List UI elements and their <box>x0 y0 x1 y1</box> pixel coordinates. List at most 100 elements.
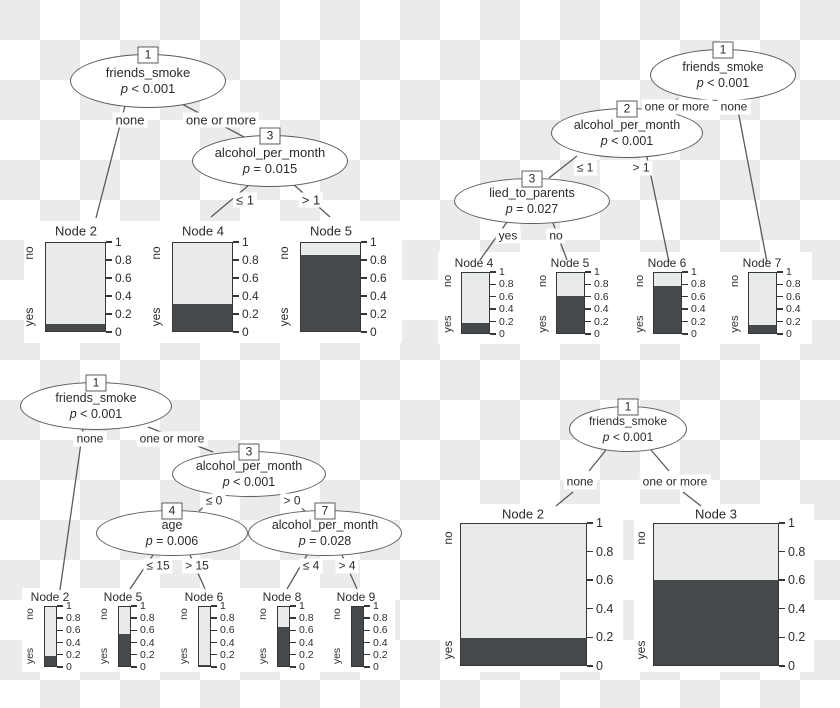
bl-node1-id: 1 <box>85 374 107 392</box>
bl-node9-bar <box>351 606 364 667</box>
tl-node2-bar <box>45 242 106 332</box>
bl-edge-one-or-more: one or more <box>136 431 208 447</box>
tr-node5-yes-label: yes <box>537 315 549 333</box>
bl-node9-no-label: no <box>331 608 343 620</box>
bl-node7-id: 7 <box>314 502 336 520</box>
tl-node2-yes-segment <box>46 323 105 331</box>
bl-node5-yes-segment <box>119 634 130 666</box>
tr-edge-yes: yes <box>495 228 521 244</box>
bl-node1-text: friends_smoke p < 0.001 <box>20 382 172 430</box>
tl-node4-bar <box>172 242 233 332</box>
tr-node6-title: Node 6 <box>647 256 687 270</box>
p-value: p = 0.027 <box>505 202 559 216</box>
tr-node5-no-label: no <box>537 274 549 288</box>
tr-node1-id: 1 <box>712 41 734 59</box>
tl-node2-yes-label: yes <box>22 307 36 327</box>
tr-node7-no-label: no <box>729 274 741 288</box>
bl-node5-no-label: no <box>98 608 110 620</box>
tl-node1-id: 1 <box>137 46 159 64</box>
bl-node4-id: 4 <box>161 502 183 520</box>
bl-node6-yes-label: yes <box>178 647 190 665</box>
tl-node1-text: friends_smoke p < 0.001 <box>70 54 226 108</box>
tr-node4-title: Node 4 <box>454 256 494 270</box>
tr-node6-bar <box>653 272 682 334</box>
tl-node4-yes-label: yes <box>149 307 163 327</box>
bl-node5-yes-label: yes <box>98 647 110 665</box>
tl-node5-bar <box>300 242 361 332</box>
bl-edge-le4: ≤ 4 <box>299 558 323 574</box>
tl-node4-yes-segment <box>173 303 232 331</box>
bl-node9-title: Node 9 <box>336 590 376 604</box>
tl-node5-yes-label: yes <box>277 307 291 327</box>
p-value: p < 0.001 <box>696 76 750 90</box>
split-variable: alcohol_per_month <box>271 518 379 532</box>
bl-node6-title: Node 6 <box>184 590 224 604</box>
tr-node6-yes-label: yes <box>634 315 646 333</box>
br-node3-yes-segment <box>654 580 778 665</box>
bl-node5-bar <box>118 606 131 667</box>
bl-node9-yes-label: yes <box>331 647 343 665</box>
br-node3-no-label: no <box>634 531 648 545</box>
bl-node3-text: alcohol_per_month p < 0.001 <box>172 451 326 497</box>
tr-node4-yes-segment <box>462 322 489 333</box>
bl-edge-le0: ≤ 0 <box>202 493 226 509</box>
split-variable: alcohol_per_month <box>195 459 303 473</box>
bl-node7-text: alcohol_per_month p = 0.028 <box>248 510 402 556</box>
tr-node2-text: alcohol_per_month p < 0.001 <box>551 108 703 158</box>
tl-node5-title: Node 5 <box>310 223 352 239</box>
split-variable: friends_smoke <box>588 414 668 428</box>
p-value: p < 0.001 <box>602 430 654 444</box>
br-node2-yes-segment <box>461 638 586 665</box>
split-variable: friends_smoke <box>682 60 764 74</box>
bl-node8-title: Node 8 <box>262 590 302 604</box>
split-variable: alcohol_per_month <box>573 118 681 132</box>
tl-edge-one-or-more: one or more <box>182 112 260 128</box>
bl-node8-yes-label: yes <box>257 647 269 665</box>
bl-node6-bar <box>198 606 211 667</box>
tl-node5-no-label: no <box>277 246 291 260</box>
bl-node2-bar <box>44 606 57 667</box>
p-value: p < 0.001 <box>222 475 276 489</box>
bl-node2-yes-segment <box>45 655 56 666</box>
bl-edge-gt0: > 0 <box>280 493 304 509</box>
tl-node5-yes-segment <box>301 255 360 331</box>
split-variable: alcohol_per_month <box>214 145 326 160</box>
bl-node3-id: 3 <box>238 443 260 461</box>
br-node3-bar <box>653 523 779 666</box>
bl-node8-no-label: no <box>257 608 269 620</box>
br-edge-none: none <box>563 474 597 490</box>
tl-node3-id: 3 <box>259 127 281 145</box>
br-node3-title: Node 3 <box>695 506 737 522</box>
tr-node2-id: 2 <box>616 100 638 118</box>
br-edge-one-or-more: one or more <box>639 474 711 490</box>
bl-node2-no-label: no <box>24 608 36 620</box>
tl-edge-gt1: > 1 <box>298 192 324 208</box>
bl-edge-le15: ≤ 15 <box>143 558 173 574</box>
tr-node7-title: Node 7 <box>742 256 782 270</box>
bl-node6-yes-segment <box>199 664 210 666</box>
tr-node1-text: friends_smoke p < 0.001 <box>650 49 796 101</box>
tr-node7-yes-segment <box>749 325 776 333</box>
tl-node4-title: Node 4 <box>182 223 224 239</box>
tl-node4-no-label: no <box>149 246 163 260</box>
tr-edge-none: none <box>717 99 751 115</box>
p-value: p < 0.001 <box>600 134 654 148</box>
br-node2-title: Node 2 <box>502 506 544 522</box>
tr-edge-le1: ≤ 1 <box>573 160 597 176</box>
tl-node3-text: alcohol_per_month p = 0.015 <box>192 135 348 187</box>
split-variable: friends_smoke <box>105 65 191 80</box>
tr-node6-yes-segment <box>654 285 681 333</box>
tr-node3-id: 3 <box>521 170 543 188</box>
tr-edge-one-or-more: one or more <box>641 99 713 115</box>
p-value: p < 0.001 <box>120 81 176 96</box>
bl-node6-no-label: no <box>178 608 190 620</box>
p-value: p = 0.006 <box>145 534 199 548</box>
tr-node4-yes-label: yes <box>442 315 454 333</box>
br-node1-text: friends_smoke p < 0.001 <box>569 406 687 452</box>
bl-node2-yes-label: yes <box>24 647 36 665</box>
p-value: p = 0.015 <box>242 161 298 176</box>
tr-node5-title: Node 5 <box>550 256 590 270</box>
bl-node5-title: Node 5 <box>103 590 143 604</box>
bl-edge-none: none <box>73 431 107 447</box>
